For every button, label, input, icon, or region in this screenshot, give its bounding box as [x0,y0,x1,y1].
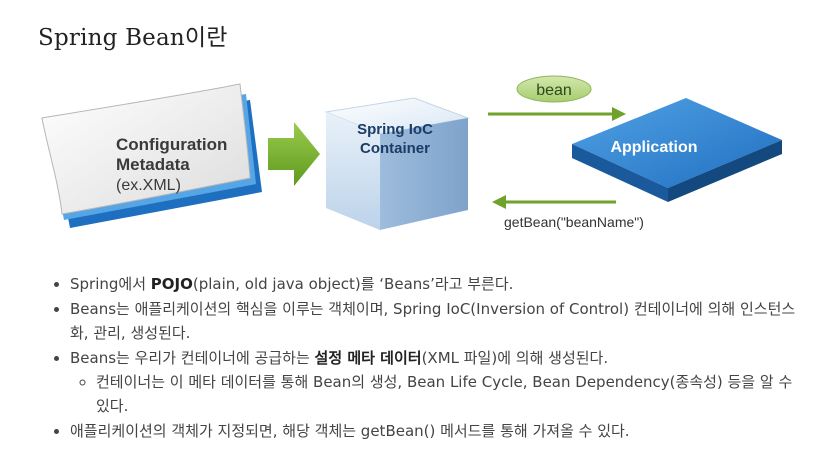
container-cube-left [326,112,380,230]
spring-ioc-container-box: Spring IoC Container [324,97,470,230]
bean-arrow-head-icon [612,107,626,121]
getbean-label: getBean("beanName") [504,214,644,230]
list-item-container-metadata: 컨테이너는 이 메타 데이터를 통해 Bean의 생성, Bean Life C… [96,370,810,418]
list-item-pojo: Spring에서 POJO(plain, old java object)를 ‘… [70,272,810,296]
list-item-text: (XML 파일)에 의해 생성된다. [421,349,609,367]
list-item-text: 컨테이너는 이 메타 데이터를 통해 Bean의 생성, Bean Life C… [96,373,793,415]
configuration-metadata-box: Configuration Metadata (ex.XML) [41,83,262,228]
config-label-line2: Metadata [116,155,190,174]
pojo-strong: POJO [150,275,193,293]
list-item-text: Spring에서 [70,275,151,293]
list-item-text: Beans는 우리가 컨테이너에 공급하는 [70,349,315,367]
container-label-line2: Container [360,140,430,157]
config-label-line3: (ex.XML) [116,177,181,194]
list-item-beans-metadata: Beans는 우리가 컨테이너에 공급하는 설정 메타 데이터(XML 파일)에… [70,346,810,418]
list-item-getbean: 애플리케이션의 객체가 지정되면, 해당 객체는 getBean() 메서드를 … [70,419,810,443]
container-cube-right [380,118,468,230]
list-item-text: (plain, old java object)를 ‘Beans’라고 부른다. [192,275,514,293]
spring-ioc-diagram: Configuration Metadata (ex.XML) Spring I… [41,75,782,230]
bean-pill: bean [516,75,592,103]
application-box-top [572,98,782,188]
metadata-sub-list: 컨테이너는 이 메타 데이터를 통해 Bean의 생성, Bean Life C… [70,370,810,418]
config-label-line1: Configuration [116,135,227,154]
list-item-text: 애플리케이션의 객체가 지정되면, 해당 객체는 getBean() 메서드를 … [70,422,630,440]
container-label-line1: Spring IoC [357,121,433,138]
bean-notes-list: Spring에서 POJO(plain, old java object)를 ‘… [40,272,810,444]
config-page-front [41,83,251,215]
application-box-side [668,140,782,202]
page-title: Spring Bean이란 [38,25,228,51]
list-item-text: Beans는 애플리케이션의 핵심을 이루는 객체이며, Spring IoC(… [70,300,796,342]
application-box: Application [572,98,782,202]
application-label: Application [610,139,697,156]
list-item-beans-core: Beans는 애플리케이션의 핵심을 이루는 객체이며, Spring IoC(… [70,297,810,345]
application-box-front [572,144,668,202]
green-arrow-icon [268,122,320,186]
metadata-strong: 설정 메타 데이터 [314,349,422,367]
getbean-arrow-head-icon [492,195,506,209]
bean-label: bean [536,82,572,99]
